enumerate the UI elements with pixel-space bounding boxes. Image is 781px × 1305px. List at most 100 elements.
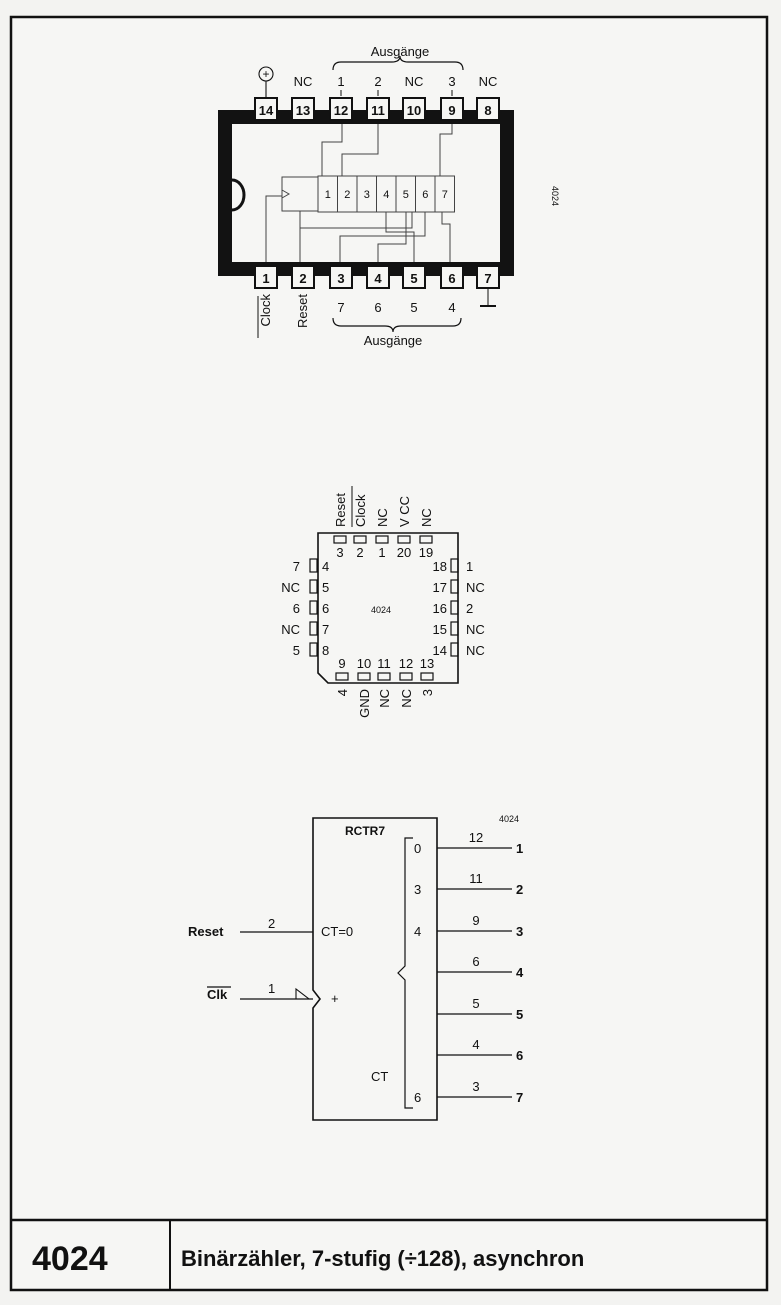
pin-box [402, 97, 426, 121]
output-pin-number: 4 [472, 1037, 479, 1052]
output-number: 4 [516, 965, 524, 980]
output-bit: 4 [414, 924, 421, 939]
pin-label: 2 [374, 74, 381, 89]
pin-label: 1 [337, 74, 344, 89]
pin-label: NC [405, 74, 424, 89]
dip-bottom-group-label: Ausgänge [364, 333, 423, 348]
logic-output-brace [397, 837, 413, 1109]
pad [353, 535, 367, 544]
pin-box [254, 265, 278, 289]
plcc-left-pin: 47 [293, 558, 329, 574]
pin-number: 3 [337, 271, 344, 286]
output-pin-number: 9 [472, 913, 479, 928]
dip-top-pin: 8NC [476, 74, 500, 121]
pin-number: 9 [338, 656, 345, 671]
pin-number: 10 [357, 656, 371, 671]
plcc-top-pin: 1NC [375, 508, 390, 560]
logic-block-title: RCTR7 [345, 824, 385, 838]
logic-output: 64 [437, 954, 524, 980]
plcc-bottom-pin: 133 [420, 656, 435, 696]
pin-label: Reset [295, 294, 310, 328]
plcc-left-pin: 5NC [281, 579, 329, 595]
reset-input-label: Reset [188, 924, 224, 939]
output-pin-number: 11 [469, 871, 483, 886]
pin-label: 6 [293, 601, 300, 616]
output-pin-number: 6 [472, 954, 479, 969]
plcc-left-pin: 66 [293, 600, 329, 616]
logic-output: 55 [437, 996, 523, 1022]
pin-box [366, 265, 390, 289]
pad [419, 535, 433, 544]
plcc-right-pin: 15 NC [433, 621, 485, 637]
pad [450, 642, 459, 657]
stage-number: 7 [442, 189, 448, 201]
pin-label: 7 [337, 300, 344, 315]
pad [309, 558, 318, 573]
pin-label: 6 [374, 300, 381, 315]
vdd-plus: + [262, 67, 269, 81]
output-bit: 3 [414, 882, 421, 897]
pin-label: NC [466, 643, 485, 658]
dip-bottom-pin: 7 [476, 265, 500, 307]
pad [309, 621, 318, 636]
pin-number: 1 [378, 545, 385, 560]
dip-top-pin: 12 1 [329, 74, 353, 121]
pin-box [291, 97, 315, 121]
pad [450, 621, 459, 636]
pin-number: 2 [356, 545, 363, 560]
dip-top-pin: 93 [440, 74, 464, 121]
pad [335, 672, 349, 681]
pin-box [329, 265, 353, 289]
pad [450, 558, 459, 573]
part-description: Binärzähler, 7-stufig (÷128), asynchron [181, 1246, 584, 1271]
pin-number: 15 [433, 622, 447, 637]
pin-number: 13 [420, 656, 434, 671]
counter-stage [434, 175, 455, 213]
plcc-center-label: 4024 [371, 605, 391, 615]
stage-number: 2 [344, 189, 350, 201]
output-bit: 6 [414, 1090, 421, 1105]
clk-pin-number: 1 [268, 981, 275, 996]
output-number: 7 [516, 1090, 523, 1105]
dip-top-pin: 10 NC [402, 74, 426, 121]
stage-number: 4 [383, 189, 389, 201]
pin-box [402, 265, 426, 289]
pad [399, 672, 413, 681]
pin-box [366, 97, 390, 121]
pin-label: 4 [448, 300, 455, 315]
pin-number: 4 [374, 271, 382, 286]
pin-number: 12 [334, 103, 348, 118]
pin-label: NC [466, 622, 485, 637]
pin-number: 19 [419, 545, 433, 560]
reset-function: CT=0 [321, 924, 353, 939]
clk-negation-indicator [295, 987, 311, 1000]
pin-label: 2 [466, 601, 473, 616]
pad [309, 600, 318, 615]
pin-box [329, 97, 353, 121]
output-bit: 0 [414, 841, 421, 856]
pin-label: NC [294, 74, 313, 89]
pin-number: 11 [371, 103, 385, 118]
pin-number: 10 [407, 103, 421, 118]
pin-number: 12 [399, 656, 413, 671]
pin-label: 5 [410, 300, 417, 315]
pin-number: 11 [377, 656, 391, 671]
dip-top-pin: 14+ [254, 66, 278, 121]
pin-box [440, 97, 464, 121]
reset-pin-number: 2 [268, 916, 275, 931]
pin-number: 2 [299, 271, 306, 286]
pin-label: 4 [335, 689, 350, 696]
pin-label: Clock [258, 294, 273, 327]
pin-number: 16 [433, 601, 447, 616]
plcc-bottom-pin: 94 [335, 656, 350, 696]
output-number: 6 [516, 1048, 523, 1063]
pad [309, 642, 318, 657]
pin-label: NC [419, 508, 434, 527]
